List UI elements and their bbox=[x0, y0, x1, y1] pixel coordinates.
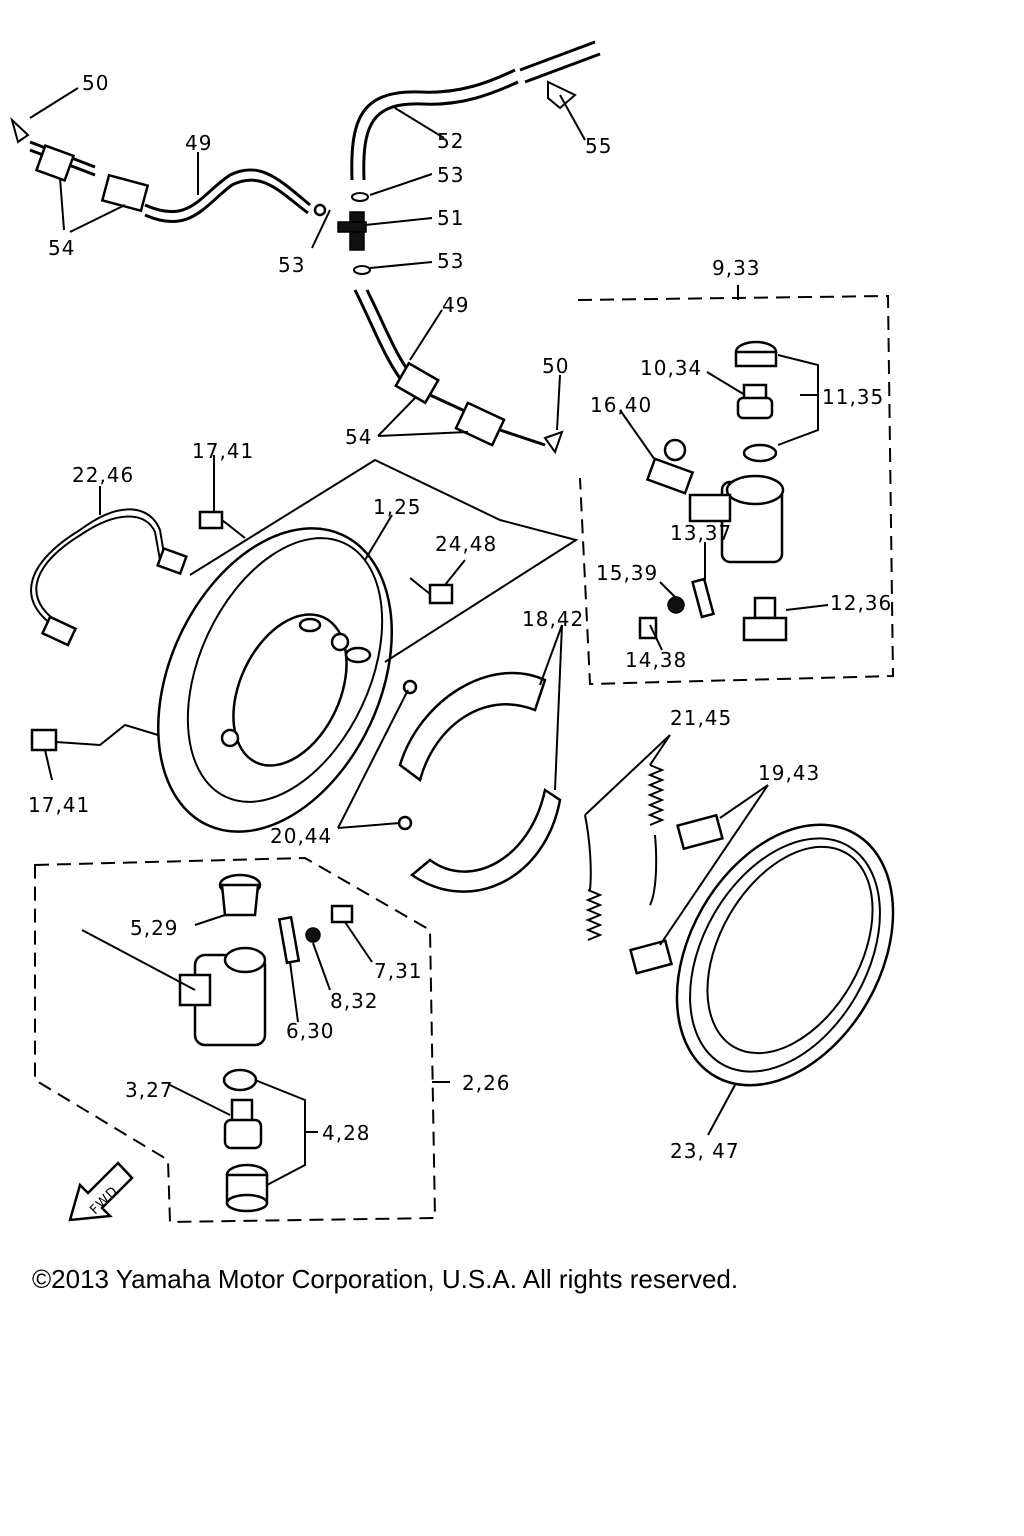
label-12-36: 12,36 bbox=[830, 591, 892, 615]
brake-drum bbox=[675, 823, 895, 1087]
brake-shoe-upper bbox=[398, 671, 547, 783]
label-5-29: 5,29 bbox=[130, 916, 179, 940]
brake-pipe bbox=[30, 508, 188, 647]
label-16-40: 16,40 bbox=[590, 393, 652, 417]
label-10-34: 10,34 bbox=[640, 356, 702, 380]
label-49: 49 bbox=[442, 293, 469, 317]
label-53: 53 bbox=[437, 249, 464, 273]
label-8-32: 8,32 bbox=[330, 989, 379, 1013]
label-4-28: 4,28 bbox=[322, 1121, 371, 1145]
label-22-46: 22,46 bbox=[72, 463, 134, 487]
shoe-pad-lower bbox=[628, 939, 674, 975]
label-24-48: 24,48 bbox=[435, 532, 497, 556]
label-52: 52 bbox=[437, 129, 464, 153]
label-55: 55 bbox=[585, 134, 612, 158]
label-50: 50 bbox=[82, 71, 109, 95]
label-11-35: 11,35 bbox=[822, 385, 884, 409]
bolt-17-lower bbox=[30, 723, 159, 752]
label-49: 49 bbox=[185, 131, 212, 155]
label-53: 53 bbox=[278, 253, 305, 277]
wheel-cylinder-box-lower bbox=[34, 856, 437, 1224]
label-54: 54 bbox=[48, 236, 75, 260]
label-19-43: 19,43 bbox=[758, 761, 820, 785]
label-50: 50 bbox=[542, 354, 569, 378]
label-21-45: 21,45 bbox=[670, 706, 732, 730]
brake-hose-52 bbox=[350, 40, 601, 181]
label-17-41: 17,41 bbox=[28, 793, 90, 817]
bolt-17-upper bbox=[198, 510, 246, 539]
callout-labels: 50 49 52 55 53 51 54 53 53 49 9,33 50 10… bbox=[28, 71, 892, 1218]
label-18-42: 18,42 bbox=[522, 607, 584, 631]
backing-plate bbox=[157, 458, 579, 833]
three-way-joint bbox=[337, 192, 371, 275]
label-53: 53 bbox=[437, 163, 464, 187]
label-51: 51 bbox=[437, 206, 464, 230]
label-7-31: 7,31 bbox=[374, 959, 423, 983]
label-23-47: 23, 47 bbox=[670, 1139, 740, 1163]
label-13-37: 13,37 bbox=[670, 521, 732, 545]
copyright-notice: ©2013 Yamaha Motor Corporation, U.S.A. A… bbox=[32, 1264, 739, 1294]
leader-lines bbox=[29, 87, 829, 1186]
label-1-25: 1,25 bbox=[373, 495, 422, 519]
return-spring-right bbox=[647, 764, 665, 906]
label-54: 54 bbox=[345, 425, 372, 449]
wheel-cylinder-box-upper bbox=[577, 294, 895, 686]
brake-shoe-lower bbox=[409, 787, 562, 893]
return-spring-left bbox=[584, 814, 603, 941]
label-2-26: 2,26 bbox=[462, 1071, 511, 1095]
shoe-pad-upper bbox=[676, 813, 724, 851]
label-6-30: 6,30 bbox=[286, 1019, 335, 1043]
label-9-33: 9,33 bbox=[712, 256, 761, 280]
label-20-44: 20,44 bbox=[270, 824, 332, 848]
forward-arrow bbox=[68, 1161, 134, 1222]
bolt-24 bbox=[409, 577, 454, 605]
label-15-39: 15,39 bbox=[596, 561, 658, 585]
brake-hose-upper-left bbox=[10, 116, 327, 223]
brake-hose-middle bbox=[353, 289, 564, 455]
label-14-38: 14,38 bbox=[625, 648, 687, 672]
label-3-27: 3,27 bbox=[125, 1078, 174, 1102]
label-17-41: 17,41 bbox=[192, 439, 254, 463]
